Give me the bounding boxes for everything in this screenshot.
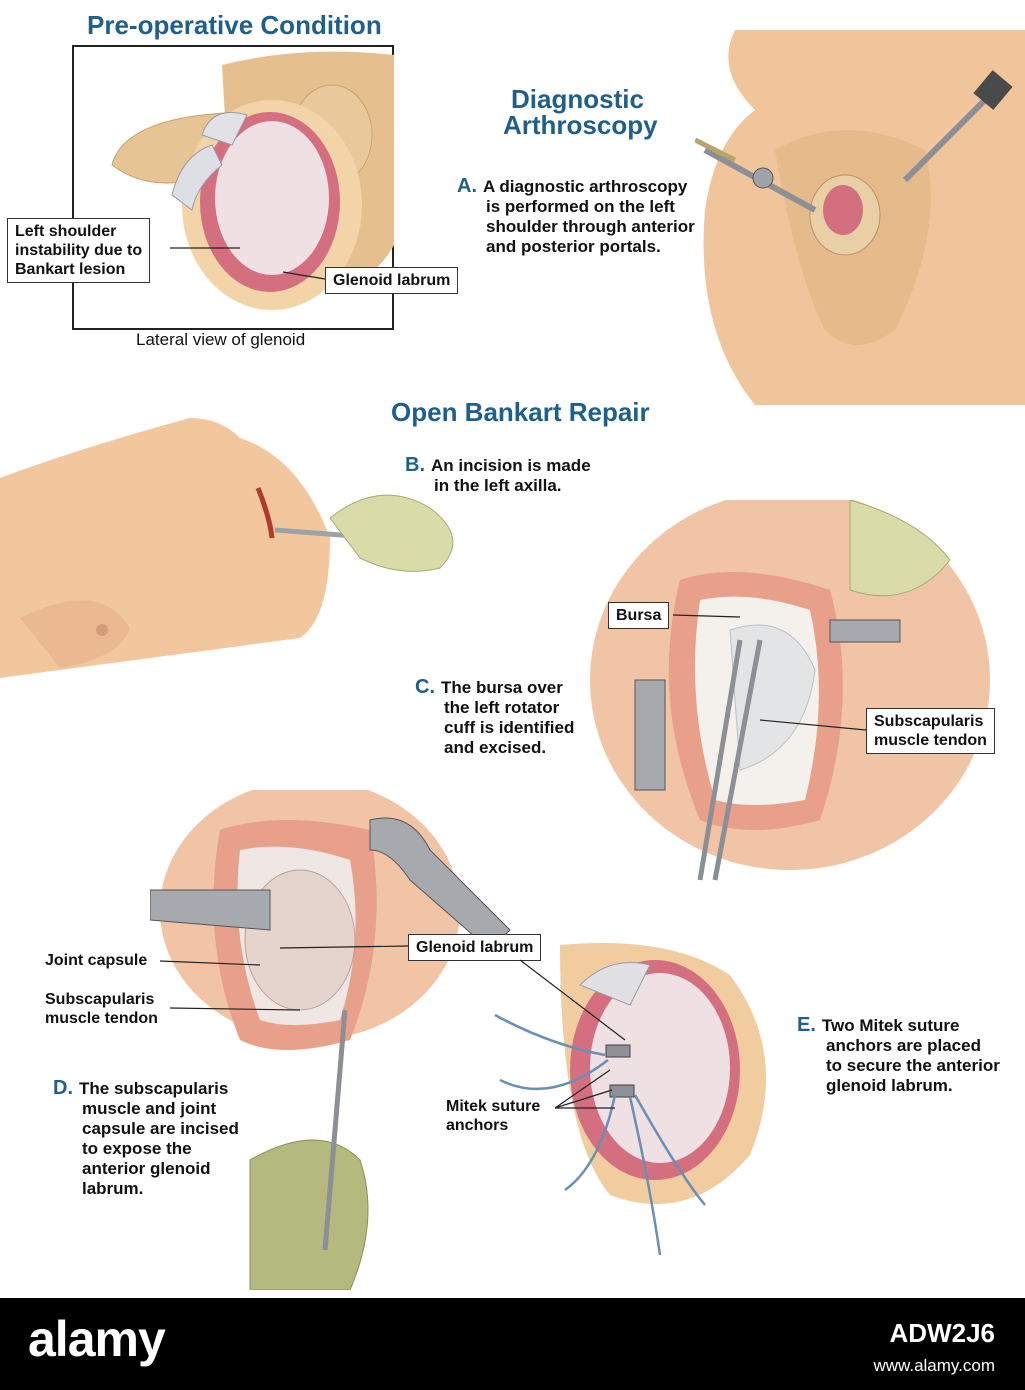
subscapularis-label-d: Subscapularis muscle tendon — [45, 990, 158, 1028]
step-b-line: in the left axilla. — [434, 476, 562, 495]
step-c-line: the left rotator — [444, 698, 560, 717]
watermark-url: www.alamy.com — [873, 1356, 995, 1375]
diagnostic-title-line1: Diagnostic — [511, 84, 644, 114]
step-b-text: B. An incision is made in the left axilla… — [405, 455, 591, 496]
capsule-incision-illustration — [150, 790, 511, 1290]
step-e-line: anchors are placed — [826, 1036, 981, 1055]
step-d-text: D. The subscapularis muscle and joint cap… — [53, 1078, 239, 1199]
alamy-logo: alamy — [28, 1311, 166, 1367]
step-d-line: labrum. — [82, 1179, 144, 1198]
glenoid-lateral-view-illustration — [72, 45, 394, 330]
instability-callout-line: Left shoulder — [15, 223, 117, 240]
step-d-line: anterior glenoid — [82, 1159, 211, 1178]
step-c-letter: C. — [415, 676, 435, 698]
mitek-label-line: anchors — [446, 1117, 509, 1134]
instability-callout: Left shoulder instability due to Bankart… — [7, 218, 151, 283]
axilla-incision-illustration — [0, 418, 454, 678]
step-e-line: glenoid labrum. — [826, 1076, 953, 1095]
step-a-letter: A. — [457, 175, 477, 197]
step-e-line: Two Mitek suture — [821, 1016, 960, 1035]
joint-capsule-label: Joint capsule — [45, 952, 148, 969]
glenoid-labrum-callout-preop: Glenoid labrum — [325, 267, 459, 294]
bursa-excision-illustration — [590, 500, 990, 881]
step-b-line: An incision is made — [431, 456, 591, 475]
step-a-line: A diagnostic arthroscopy — [483, 177, 688, 196]
step-c-line: cuff is identified — [444, 718, 575, 737]
step-d-line: The subscapularis — [79, 1079, 229, 1098]
preop-caption: Lateral view of glenoid — [136, 330, 306, 349]
step-a-line: and posterior portals. — [486, 237, 661, 256]
step-c-text: C. The bursa over the left rotator cuff i… — [415, 677, 574, 758]
subscapularis-callout-line: muscle tendon — [874, 732, 987, 749]
step-a-line: is performed on the left — [486, 197, 675, 216]
image-id: ADW2J6 — [889, 1318, 995, 1348]
step-c-line: and excised. — [444, 738, 547, 757]
preop-title: Pre-operative Condition — [87, 10, 382, 40]
mitek-anchors-label: Mitek suture anchors — [446, 1097, 540, 1135]
step-e-letter: E. — [797, 1014, 816, 1036]
mitek-label-line: Mitek suture — [446, 1098, 541, 1115]
step-d-line: capsule are incised — [82, 1119, 239, 1138]
subscapularis-label-line: Subscapularis — [45, 991, 155, 1008]
instability-callout-line: instability due to — [15, 242, 143, 259]
glenoid-labrum-callout-d: Glenoid labrum — [408, 934, 542, 961]
step-a-line: shoulder through anterior — [486, 217, 695, 236]
diagnostic-title-line2: Arthroscopy — [503, 110, 658, 140]
step-d-letter: D. — [53, 1077, 73, 1099]
bursa-callout: Bursa — [608, 602, 670, 629]
step-c-line: The bursa over — [441, 678, 563, 697]
subscapularis-callout-line: Subscapularis — [874, 713, 984, 730]
step-e-line: to secure the anterior — [826, 1056, 1000, 1075]
subscapularis-callout-c: Subscapularis muscle tendon — [866, 708, 995, 754]
watermark-footer: alamy ADW2J6 www.alamy.com — [0, 1298, 1025, 1390]
step-d-line: muscle and joint — [82, 1099, 217, 1118]
step-e-text: E. Two Mitek suture anchors are placed to… — [797, 1015, 1000, 1096]
subscapularis-label-line: muscle tendon — [45, 1010, 158, 1027]
step-b-letter: B. — [405, 454, 425, 476]
open-repair-title: Open Bankart Repair — [391, 397, 650, 427]
instability-callout-line: Bankart lesion — [15, 261, 126, 278]
step-a-text: A. A diagnostic arthroscopy is performed … — [457, 176, 695, 257]
step-d-line: to expose the — [82, 1139, 192, 1158]
shoulder-arthroscopy-illustration — [695, 30, 1025, 405]
